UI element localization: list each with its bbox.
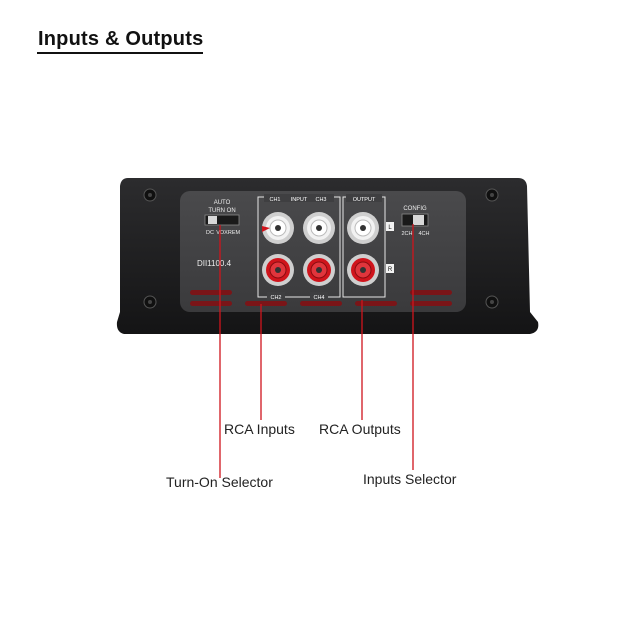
title-underline <box>37 52 203 54</box>
input-footer-ch4: CH4 <box>313 295 324 301</box>
input-footer-ch2: CH2 <box>270 295 281 301</box>
rca-jack-ch4 <box>303 254 335 286</box>
config-pos-4ch: 4CH <box>418 231 429 237</box>
arrow-icon <box>262 226 270 232</box>
output-r-tag <box>386 264 394 273</box>
screw-icon <box>143 295 157 309</box>
rca-jack-ch2 <box>262 254 294 286</box>
model-label: DII1100.4 <box>197 259 232 268</box>
page-title: Inputs & Outputs <box>38 28 204 50</box>
turn-on-switch <box>204 214 240 226</box>
callout-turn-on-selector: Turn-On Selector <box>166 474 273 490</box>
callout-inputs-selector: Inputs Selector <box>363 471 457 487</box>
turn-on-switch-knob <box>208 216 217 224</box>
input-header-ch3: CH3 <box>315 197 326 203</box>
rca-jack-ch3 <box>303 212 335 244</box>
output-r-label: R <box>388 267 393 273</box>
output-header-label: OUTPUT <box>353 197 376 203</box>
rca-output-left <box>347 212 379 244</box>
output-l-tag <box>386 222 394 231</box>
rca-jack-ch1 <box>262 212 294 244</box>
red-vent-slots <box>190 290 452 306</box>
switch-pos-dc: DC <box>206 230 214 236</box>
screw-icon <box>485 295 499 309</box>
input-footer-ch4-bg <box>310 292 328 300</box>
callout-rca-inputs: RCA Inputs <box>224 421 295 437</box>
switch-pos-vox: VOX <box>216 230 228 236</box>
input-header-label: INPUT <box>291 197 308 203</box>
config-switch-knob <box>413 215 424 225</box>
output-l-label: L <box>388 225 392 231</box>
output-header-bar <box>346 194 382 202</box>
callout-leader-lines <box>219 224 414 478</box>
turn-on-label: TURN ON <box>208 208 235 214</box>
switch-pos-rem: REM <box>228 230 241 236</box>
rca-output-right <box>347 254 379 286</box>
callout-rca-outputs: RCA Outputs <box>319 421 401 437</box>
faceplate <box>180 191 466 312</box>
config-pos-2ch: 2CH <box>401 231 412 237</box>
input-header-bar <box>264 194 334 202</box>
input-footer-ch2-bg <box>267 292 285 300</box>
input-header-ch1: CH1 <box>269 197 280 203</box>
screw-icon <box>485 188 499 202</box>
screw-icon <box>143 188 157 202</box>
auto-label: AUTO <box>214 200 231 206</box>
config-label: CONFIG <box>403 206 427 212</box>
